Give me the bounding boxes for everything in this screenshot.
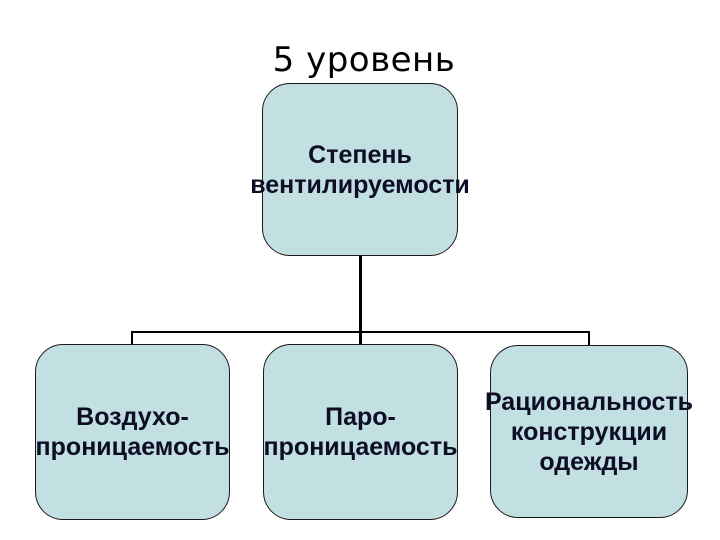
node-label-line: Паро- (325, 403, 396, 431)
node-label-line: одежды (539, 447, 639, 476)
connector-drop-right (588, 331, 590, 346)
node-label: Паро- проницаемость (246, 402, 476, 462)
slide-title: 5 уровень (272, 40, 456, 80)
node-rational-clothing-design: Рациональность конструкции одежды (485, 345, 693, 518)
node-label-line: конструкции (510, 417, 668, 446)
node-vapor-permeability: Паро- проницаемость (263, 344, 458, 520)
connector-vertical-main (359, 256, 362, 344)
node-ventilation-degree: Степень вентилируемости (250, 83, 470, 256)
node-label-line: Степень (308, 140, 412, 169)
node-label-line: проницаемость (35, 433, 230, 461)
node-air-permeability: Воздухо- проницаемость (35, 344, 230, 520)
node-label-line: вентилируемости (250, 170, 470, 199)
node-label-line: Воздухо- (76, 403, 189, 431)
connector-drop-left (131, 331, 133, 345)
node-label-line: Рациональность (484, 387, 694, 416)
node-label: Степень вентилируемости (245, 140, 475, 200)
node-label: Рациональность конструкции одежды (474, 387, 704, 477)
node-label: Воздухо- проницаемость (18, 402, 248, 462)
node-label-line: проницаемость (263, 433, 458, 461)
connector-horizontal (131, 331, 590, 333)
